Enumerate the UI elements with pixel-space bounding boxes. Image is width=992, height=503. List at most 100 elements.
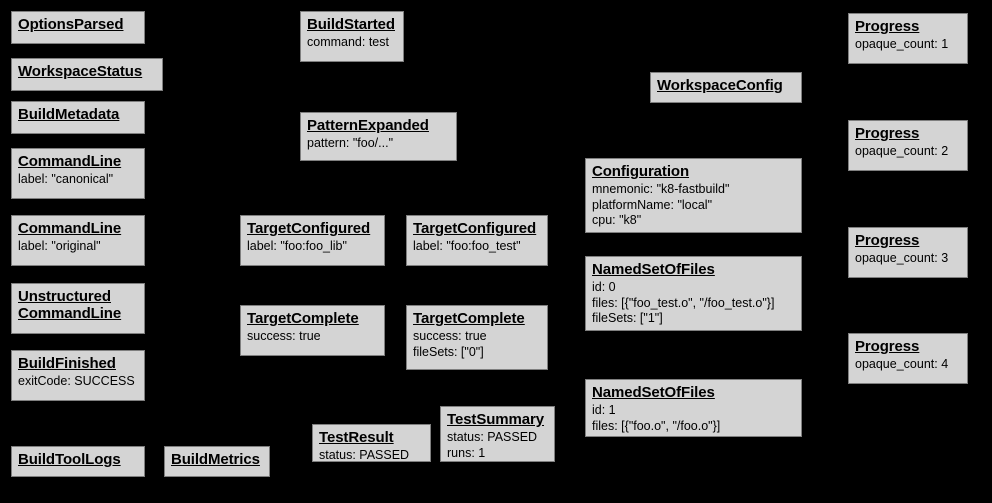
event-node-title: Progress — [855, 125, 961, 142]
event-node-title: TargetConfigured — [247, 220, 378, 237]
event-node-title-line: WorkspaceConfig — [657, 77, 783, 94]
event-node-title: NamedSetOfFiles — [592, 261, 795, 278]
event-node-title-line: BuildMetrics — [171, 451, 260, 468]
event-node-field: success: true — [413, 329, 487, 344]
event-node-title: WorkspaceStatus — [18, 63, 156, 80]
event-node-build-metrics[interactable]: BuildMetrics — [164, 446, 270, 477]
event-node-build-started[interactable]: BuildStarted command: test — [300, 11, 404, 62]
event-node-title: PatternExpanded — [307, 117, 450, 134]
event-node-pattern-expanded[interactable]: PatternExpanded pattern: "foo/..." — [300, 112, 457, 161]
event-node-title: Progress — [855, 232, 961, 249]
event-node-fields: label: "foo:foo_test" — [413, 239, 541, 254]
event-node-title-line: Progress — [855, 18, 920, 35]
event-node-title: TargetComplete — [413, 310, 541, 327]
event-node-title-line: BuildMetadata — [18, 106, 120, 123]
event-node-field: id: 1 — [592, 403, 616, 418]
event-node-field: files: [{"foo_test.o", "/foo_test.o"}] — [592, 295, 775, 310]
event-node-title-line: BuildStarted — [307, 16, 395, 33]
event-node-title: NamedSetOfFiles — [592, 384, 795, 401]
event-node-title-line: Configuration — [592, 163, 690, 180]
event-node-fields: status: PASSED — [319, 448, 424, 463]
event-node-target-complete-lib[interactable]: TargetComplete success: true — [240, 305, 385, 356]
event-node-title-line: NamedSetOfFiles — [592, 261, 715, 278]
event-node-title: BuildToolLogs — [18, 451, 138, 468]
event-node-title-line: Progress — [855, 232, 920, 249]
event-node-command-line-canonical[interactable]: CommandLine label: "canonical" — [11, 148, 145, 199]
event-node-fields: opaque_count: 1 — [855, 37, 961, 52]
event-node-title: CommandLine — [18, 220, 138, 237]
event-node-title: BuildMetrics — [171, 451, 263, 468]
event-node-title-line: TestResult — [319, 429, 394, 446]
event-node-target-configured-foo-test[interactable]: TargetConfigured label: "foo:foo_test" — [406, 215, 548, 266]
event-node-progress-1[interactable]: Progress opaque_count: 1 — [848, 13, 968, 64]
event-node-field: files: [{"foo.o", "/foo.o"}] — [592, 418, 721, 433]
event-node-title: Configuration — [592, 163, 795, 180]
event-node-progress-3[interactable]: Progress opaque_count: 3 — [848, 227, 968, 278]
event-node-title-line: TargetComplete — [247, 310, 359, 327]
event-node-field: exitCode: SUCCESS — [18, 374, 135, 389]
event-node-field: opaque_count: 3 — [855, 251, 949, 266]
event-node-fields: opaque_count: 3 — [855, 251, 961, 266]
event-node-field: success: true — [247, 329, 321, 344]
event-node-fields: label: "foo:foo_lib" — [247, 239, 378, 254]
event-node-build-finished[interactable]: BuildFinished exitCode: SUCCESS — [11, 350, 145, 401]
event-node-title: CommandLine — [18, 153, 138, 170]
event-node-title-line: Progress — [855, 125, 920, 142]
event-node-title: TestResult — [319, 429, 424, 446]
event-node-title-line: WorkspaceStatus — [18, 63, 143, 80]
event-node-title-line: NamedSetOfFiles — [592, 384, 715, 401]
event-node-field: fileSets: ["0"] — [413, 344, 484, 359]
event-node-title-line: TargetConfigured — [413, 220, 537, 237]
event-node-title: WorkspaceConfig — [657, 77, 795, 94]
event-node-title: TargetComplete — [247, 310, 378, 327]
event-node-title-line: PatternExpanded — [307, 117, 429, 134]
event-node-field: command: test — [307, 35, 389, 50]
event-node-field: pattern: "foo/..." — [307, 136, 394, 151]
event-node-field: status: PASSED — [319, 448, 410, 463]
event-node-build-metadata[interactable]: BuildMetadata — [11, 101, 145, 134]
event-node-workspace-config[interactable]: WorkspaceConfig — [650, 72, 802, 103]
event-node-title-line: CommandLine — [18, 305, 122, 323]
event-node-fields: mnemonic: "k8-fastbuild"platformName: "l… — [592, 182, 795, 228]
event-node-progress-2[interactable]: Progress opaque_count: 2 — [848, 120, 968, 171]
event-node-options-parsed[interactable]: OptionsParsed — [11, 11, 145, 44]
event-node-field: opaque_count: 1 — [855, 37, 949, 52]
event-node-build-tool-logs[interactable]: BuildToolLogs — [11, 446, 145, 477]
event-node-title: OptionsParsed — [18, 16, 138, 33]
event-node-field: label: "foo:foo_lib" — [247, 239, 347, 254]
event-node-field: label: "canonical" — [18, 172, 114, 187]
event-node-title-line: CommandLine — [18, 220, 122, 237]
event-node-title-line: BuildFinished — [18, 355, 116, 372]
event-node-title: TestSummary — [447, 411, 548, 428]
event-node-field: id: 0 — [592, 280, 616, 295]
event-node-field: opaque_count: 2 — [855, 144, 949, 159]
event-node-field: status: PASSED — [447, 430, 538, 445]
event-node-title-line: Progress — [855, 338, 920, 355]
event-node-field: label: "foo:foo_test" — [413, 239, 521, 254]
event-node-fields: success: true — [247, 329, 378, 344]
event-node-title-line: Unstructured — [18, 288, 111, 305]
event-node-workspace-status[interactable]: WorkspaceStatus — [11, 58, 163, 91]
event-node-target-configured-foo-lib[interactable]: TargetConfigured label: "foo:foo_lib" — [240, 215, 385, 266]
event-node-title-line: BuildToolLogs — [18, 451, 121, 468]
event-node-test-result[interactable]: TestResult status: PASSED — [312, 424, 431, 462]
event-node-field: mnemonic: "k8-fastbuild" — [592, 182, 730, 197]
event-node-title: BuildStarted — [307, 16, 397, 33]
event-node-title-line: OptionsParsed — [18, 16, 124, 33]
event-node-configuration[interactable]: Configuration mnemonic: "k8-fastbuild"pla… — [585, 158, 802, 233]
event-node-field: platformName: "local" — [592, 197, 713, 212]
event-node-field: cpu: "k8" — [592, 212, 642, 227]
